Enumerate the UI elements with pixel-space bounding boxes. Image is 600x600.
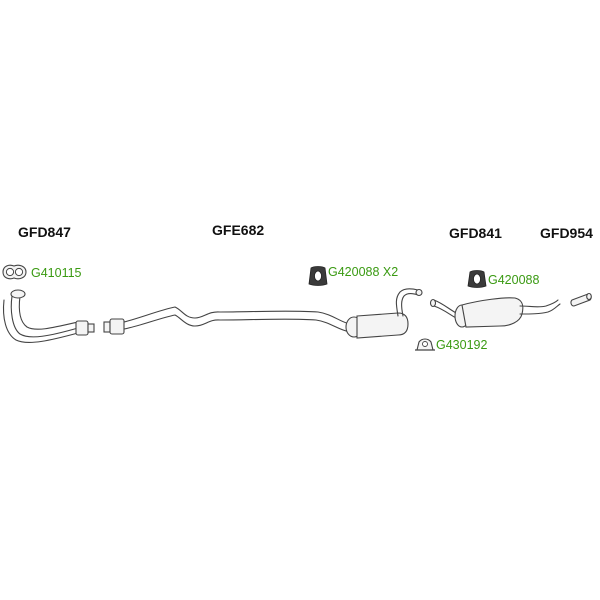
part-label-gfd841[interactable]: GFD841 bbox=[449, 225, 502, 241]
fitting-label-g410115[interactable]: G410115 bbox=[31, 266, 82, 280]
fitting-label-g420088[interactable]: G420088 bbox=[488, 273, 540, 287]
tailpipe-trim-gfd954[interactable] bbox=[570, 292, 592, 307]
rubber-hanger-icon[interactable] bbox=[467, 270, 487, 288]
intermediate-pipe-gfe682[interactable] bbox=[103, 288, 423, 339]
rear-silencer-gfd841[interactable] bbox=[429, 297, 561, 328]
front-pipe-gfd847[interactable] bbox=[2, 289, 95, 343]
gasket-icon[interactable] bbox=[2, 264, 27, 280]
rubber-hanger-icon[interactable] bbox=[308, 266, 328, 286]
part-label-gfd847[interactable]: GFD847 bbox=[18, 224, 71, 240]
part-label-gfd954[interactable]: GFD954 bbox=[540, 225, 593, 241]
part-label-gfe682[interactable]: GFE682 bbox=[212, 222, 265, 238]
fitting-label-g420088-x2[interactable]: G420088 X2 bbox=[328, 265, 399, 279]
fitting-label-g430192[interactable]: G430192 bbox=[436, 338, 488, 352]
clamp-icon[interactable] bbox=[415, 338, 435, 351]
